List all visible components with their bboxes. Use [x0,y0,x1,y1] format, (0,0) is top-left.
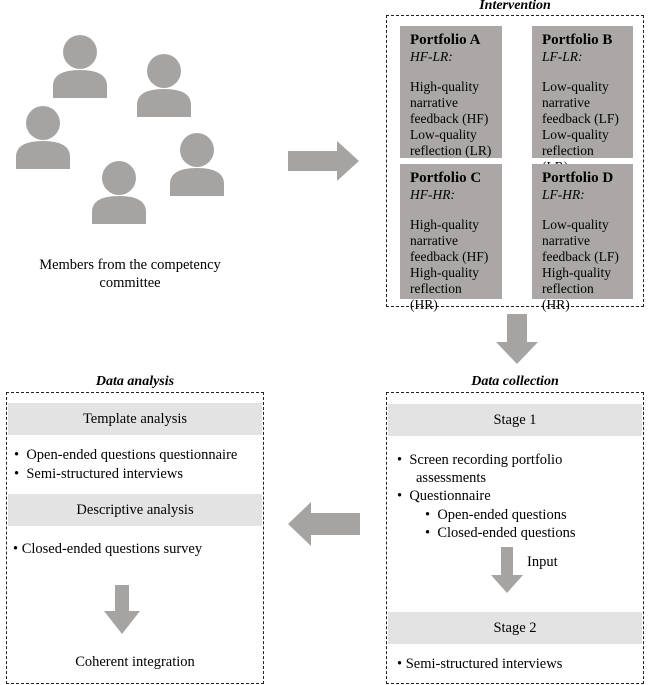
bullet-text: Questionnaire [409,488,491,504]
portfolio-code: HF-HR [410,187,451,202]
portfolio-line: narrative [410,233,458,248]
bullet-closed-ended-survey: • Closed-ended questions survey [13,541,203,557]
portfolio-line: High-quality [410,265,479,280]
portfolio-code: LF-HR [542,187,581,202]
data-analysis-box [6,392,264,684]
data-collection-box [386,392,644,684]
portfolio-line: feedback (LF) [542,111,619,126]
bullet-text: Screen recording portfolio [409,452,563,468]
data-analysis-title: Data analysis [95,374,175,389]
data-collection-title: Data collection [471,374,559,389]
bullet-text: Semi-structured interviews [26,466,183,482]
intervention-box [386,15,644,307]
stage2-bullet: • Semi-structured interviews [397,656,563,672]
portfolio-line: reflection (HR) [410,281,462,312]
person-icon [137,54,191,117]
arrow-down-integration [104,585,140,634]
person-icon-group [16,35,224,224]
portfolio-line: narrative [542,233,590,248]
stage1-header: Stage 1 [388,404,642,436]
portfolio-line: narrative [542,95,590,110]
members-label: Members from the competency committee [39,257,221,291]
portfolio-line: feedback (HF) [410,111,489,126]
portfolio-line: Low-quality [542,217,609,232]
bullet-text: Open-ended questions questionnaire [26,447,238,463]
input-label: Input [527,554,558,570]
portfolio-line: High-quality [410,79,479,94]
portfolio-line: High-quality [542,265,611,280]
bullet-continuation: assessments [416,470,487,486]
portfolio-line: narrative [410,95,458,110]
portfolio-name: Portfolio C [410,170,482,186]
bullet-screen-recording: • Screen recording portfolio [397,452,563,468]
portfolio-line: Low-quality [410,127,477,142]
person-icon [92,161,146,224]
portfolio-name: Portfolio A [410,32,481,48]
sub-bullet-closed-ended: • Closed-ended questions [425,525,576,541]
portfolio-c: Portfolio C HF-HR: High-quality narrativ… [400,164,502,312]
portfolio-d: Portfolio D LF-HR: Low-quality narrative… [532,164,633,312]
person-icon [170,133,224,196]
portfolio-a: Portfolio A HF-LR: High-quality narrativ… [400,26,502,158]
portfolio-name: Portfolio D [542,170,614,186]
portfolio-name: Portfolio B [542,32,613,48]
coherent-integration-label: Coherent integration [75,654,195,670]
bullet-questionnaire: • Questionnaire [397,488,491,504]
arrow-right [288,141,359,181]
person-icon [53,35,107,98]
portfolio-line: Low-quality [542,127,609,142]
stage2-header: Stage 2 [388,612,642,644]
portfolio-line: reflection (HR) [542,281,594,312]
portfolio-line: High-quality [410,217,479,232]
portfolio-code: HF-LR [410,49,449,64]
portfolio-code: LF-LR [542,49,579,64]
portfolio-line: reflection (LR) [410,143,492,158]
portfolio-line: feedback (LF) [542,249,619,264]
bullet-text: Closed-ended questions survey [21,541,203,557]
bullet-text: Semi-structured interviews [405,656,563,672]
bullet-open-ended-questionnaire: • Open-ended questions questionnaire [14,447,238,463]
template-analysis-header: Template analysis [8,403,262,435]
descriptive-analysis-header: Descriptive analysis [8,494,262,526]
bullet-text: Closed-ended questions [437,525,576,541]
intervention-title: Intervention [479,0,551,13]
portfolio-line: Low-quality [542,79,609,94]
sub-bullet-open-ended: • Open-ended questions [425,507,567,523]
portfolio-line: feedback (HF) [410,249,489,264]
arrow-left [288,502,360,546]
bullet-text: Open-ended questions [437,507,567,523]
person-icon [16,106,70,169]
arrow-down [496,314,538,364]
bullet-semi-structured: • Semi-structured interviews [14,466,183,482]
arrow-down-input [491,547,523,593]
portfolio-b: Portfolio B LF-LR: Low-quality narrative… [532,26,633,174]
